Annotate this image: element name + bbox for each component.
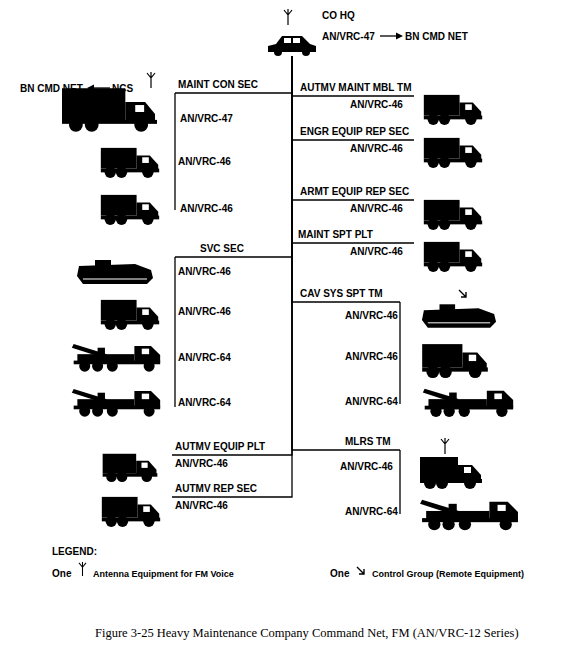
shelter-vehicle	[422, 344, 488, 378]
section-bus	[399, 450, 400, 514]
apc-vehicle	[77, 260, 153, 284]
radio-set: AN/VRC-46	[178, 266, 231, 277]
radio-set: AN/VRC-46	[178, 306, 231, 317]
radio-set: AN/VRC-46	[345, 351, 398, 362]
section-bus	[174, 257, 175, 407]
radio-set: AN/VRC-64	[345, 506, 398, 517]
unit-name: AUTMV MAINT MBL TM	[300, 82, 411, 93]
unit-name: ARMT EQUIP REP SEC	[300, 186, 409, 197]
legend-count: One	[52, 568, 71, 579]
section-node: MAINT CON SECAN/VRC-47AN/VRC-46AN/VRC-46	[175, 79, 292, 215]
radio-set: AN/VRC-46	[350, 246, 403, 257]
net-name: BN CMD NET	[405, 31, 468, 42]
apc-vehicle	[422, 304, 496, 327]
wrecker-vehicle	[420, 500, 518, 531]
net-connector	[292, 56, 414, 96]
net-connector	[292, 56, 414, 243]
radio-set: AN/VRC-46	[175, 500, 228, 511]
wrecker-vehicle	[423, 389, 513, 417]
unit-name: CO HQ	[322, 10, 355, 21]
unit-name: ENGR EQUIP REP SEC	[300, 126, 409, 137]
shelter-vehicle	[420, 457, 482, 489]
shelter-vehicle	[424, 95, 482, 125]
legend-heading: LEGEND:	[52, 546, 97, 557]
legend-entry: Control Group (Remote Equipment)	[372, 569, 524, 580]
net-connector	[292, 56, 414, 200]
shelter-vehicle	[101, 300, 159, 330]
shelter-vehicle	[101, 148, 159, 178]
legend-control-sample	[357, 567, 364, 574]
net-connector	[292, 56, 414, 140]
legend-count: One	[330, 568, 349, 579]
section-node: AUTMV MAINT MBL TM AN/VRC-46	[294, 82, 414, 110]
shelter-vehicle	[424, 138, 482, 168]
section-node: ARMT EQUIP REP SEC AN/VRC-46	[294, 186, 414, 214]
antenna-symbol	[147, 72, 155, 88]
shelter-vehicle	[103, 454, 158, 482]
headquarters-node: CO HQ AN/VRC-47	[264, 6, 374, 56]
section-node: AUTMV EQUIP PLT AN/VRC-46	[172, 441, 292, 473]
net-connector	[172, 56, 292, 455]
radio-set: AN/VRC-46	[175, 458, 228, 469]
radio-set: AN/VRC-47	[322, 31, 375, 42]
wrecker-vehicle	[72, 344, 160, 372]
net-connector	[172, 56, 292, 497]
section-node: MLRS TM AN/VRC-46AN/VRC-64	[294, 436, 400, 521]
radio-set: AN/VRC-64	[178, 352, 231, 363]
section-bus	[399, 302, 400, 404]
net-name: BN CMD NET	[20, 83, 83, 94]
unit-name: SVC SEC	[200, 243, 244, 254]
legend-entry: Antenna Equipment for FM Voice	[93, 569, 234, 580]
radio-set: AN/VRC-46	[180, 203, 233, 214]
net-connector	[175, 56, 292, 93]
radio-set: AN/VRC-46	[350, 143, 403, 154]
section-node: ENGR EQUIP REP SEC AN/VRC-46	[294, 126, 414, 154]
radio-set: AN/VRC-46	[340, 461, 393, 472]
shelter-vehicle	[101, 195, 159, 225]
legend-antenna-sample	[79, 562, 86, 576]
radio-set: AN/VRC-46	[178, 156, 231, 167]
radio-set: AN/VRC-47	[180, 113, 233, 124]
unit-name: AUTMV EQUIP PLT	[175, 441, 265, 452]
section-bus	[174, 93, 175, 210]
section-node: SVC SECAN/VRC-46AN/VRC-46AN/VRC-64AN/VRC…	[175, 243, 292, 413]
net-connector	[175, 56, 292, 257]
unit-name: MAINT SPT PLT	[298, 229, 373, 240]
legend-text: Antenna Equipment for FM Voice	[93, 569, 234, 579]
unit-name: MLRS TM	[345, 436, 391, 447]
radio-set: AN/VRC-46	[350, 203, 403, 214]
antenna-symbol	[441, 438, 449, 454]
net-arrow-line	[380, 35, 398, 36]
net-control-station: NCS	[112, 83, 133, 94]
van-vehicle	[62, 88, 157, 132]
unit-name: AUTMV REP SEC	[175, 483, 257, 494]
sedan-vehicle	[268, 36, 316, 56]
shelter-vehicle	[102, 497, 160, 527]
shelter-vehicle	[424, 242, 482, 272]
antenna-symbol	[284, 9, 292, 25]
section-node: MAINT SPT PLT AN/VRC-46	[294, 229, 414, 257]
section-node: CAV SYS SPT TMAN/VRC-46AN/VRC-46AN/VRC-6…	[294, 288, 400, 413]
unit-name: CAV SYS SPT TM	[300, 288, 383, 299]
radio-set: AN/VRC-46	[345, 310, 398, 321]
wrecker-vehicle	[72, 389, 160, 417]
figure-caption: Figure 3-25 Heavy Maintenance Company Co…	[95, 626, 519, 640]
shelter-vehicle	[424, 200, 482, 230]
radio-set: AN/VRC-64	[345, 396, 398, 407]
radio-set: AN/VRC-64	[178, 397, 231, 408]
legend-text: Control Group (Remote Equipment)	[372, 569, 524, 579]
unit-name: MAINT CON SEC	[178, 79, 258, 90]
radio-set: AN/VRC-46	[350, 99, 403, 110]
net-arrow-head	[396, 33, 403, 40]
section-node: AUTMV REP SEC AN/VRC-46	[172, 483, 292, 515]
control-group-symbol	[459, 290, 466, 297]
